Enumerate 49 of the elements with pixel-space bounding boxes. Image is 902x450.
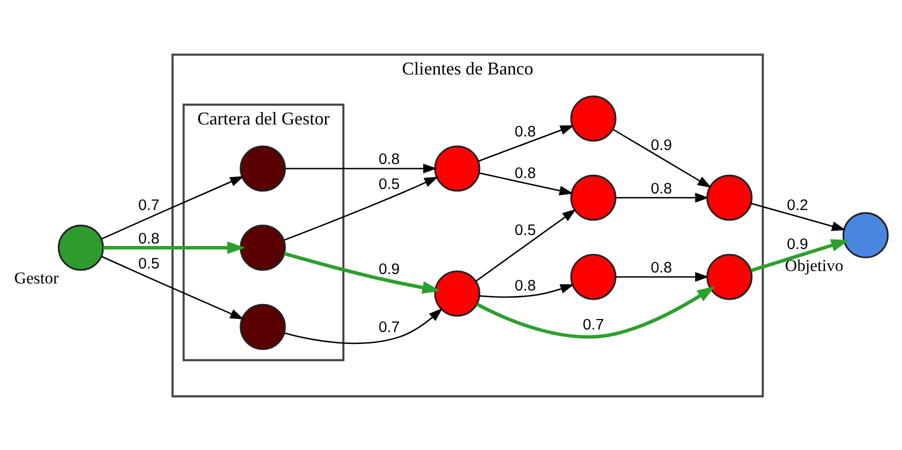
edge-label: 0.8 — [514, 122, 536, 140]
cluster: Cartera del Gestor — [182, 103, 344, 361]
edge-label: 0.9 — [378, 260, 400, 278]
edge-label: 0.9 — [650, 136, 672, 154]
edge-label: 0.5 — [378, 176, 400, 193]
arrow — [476, 286, 716, 338]
node-circle — [570, 95, 616, 142]
edge-label: 0.5 — [138, 254, 160, 272]
edge-label: 0.2 — [786, 196, 808, 214]
arrow — [284, 251, 440, 294]
node-circle — [570, 174, 616, 220]
arrow — [750, 202, 846, 230]
edge-label: 0.7 — [378, 318, 400, 336]
node-label: Objetivo — [785, 255, 844, 274]
arrow — [616, 272, 710, 282]
node-circle — [240, 145, 286, 192]
arrow — [479, 172, 574, 195]
node-circle — [570, 253, 616, 300]
edge-label: 0.8 — [514, 164, 536, 182]
arrow — [476, 208, 576, 282]
edge-label: 0.8 — [378, 150, 400, 168]
arrow — [102, 255, 244, 319]
edge-label: 0.8 — [650, 180, 672, 197]
arrow — [478, 124, 574, 162]
node-circle — [434, 270, 480, 316]
edge-label: 0.8 — [650, 258, 672, 276]
arrow — [284, 308, 443, 344]
node-circle — [434, 145, 480, 192]
edge-label: 0.7 — [582, 316, 604, 333]
node-circle — [706, 253, 753, 300]
edge-label: 0.8 — [138, 230, 160, 247]
node-circle — [240, 224, 286, 270]
node-circle — [842, 212, 889, 258]
edge-label: 0.5 — [514, 221, 536, 238]
arrow — [103, 240, 246, 254]
arrow — [285, 163, 438, 173]
arrow — [616, 192, 710, 202]
arrow — [612, 128, 712, 188]
arrow — [750, 238, 850, 272]
node-label: Gestor — [14, 268, 59, 287]
node-circle — [58, 224, 104, 270]
node-circle — [706, 174, 753, 220]
edge-label: 0.7 — [138, 196, 160, 214]
node-circle — [240, 303, 286, 350]
arrow — [102, 176, 244, 240]
edge-label: 0.9 — [786, 235, 808, 252]
arrow — [284, 176, 438, 240]
edge-label: 0.8 — [514, 277, 536, 294]
arrow — [480, 284, 574, 298]
